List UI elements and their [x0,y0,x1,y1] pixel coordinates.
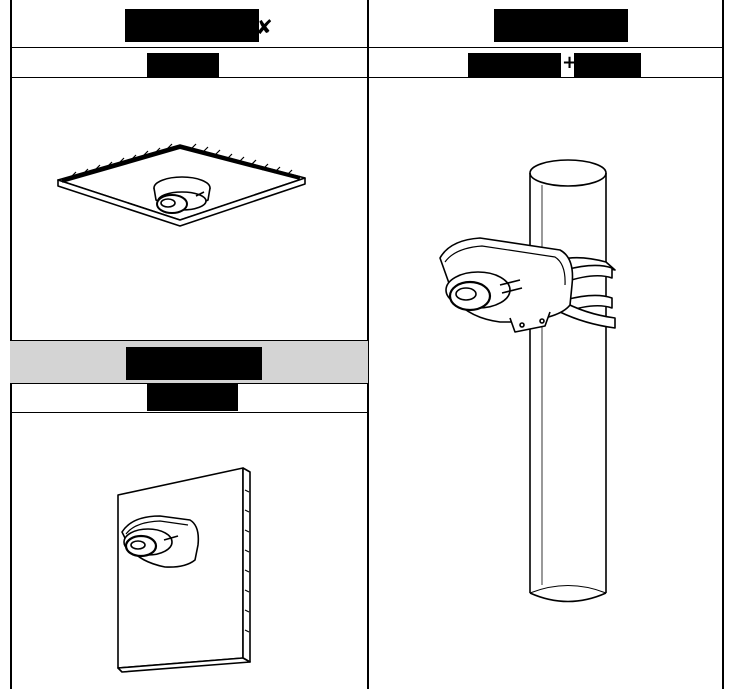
ceiling-subheader-redaction [147,53,219,77]
ceiling-header-redaction [125,9,259,42]
wall-subheader-redaction [147,384,238,411]
table-right-border [722,0,724,689]
pole-subheader-plus-mark: + [562,52,578,73]
table-column-divider [367,0,369,689]
pole-header-redaction [494,9,628,42]
wall-header-redaction [126,347,262,380]
ceiling-header-trailing-mark: ✘ [256,15,273,39]
subheader-row-divider [10,77,724,78]
pole-subheader-redaction-left [468,53,561,77]
header-row-divider [10,47,724,48]
pole-subheader-redaction-right [574,53,641,77]
wall-subheader-divider [10,412,368,413]
